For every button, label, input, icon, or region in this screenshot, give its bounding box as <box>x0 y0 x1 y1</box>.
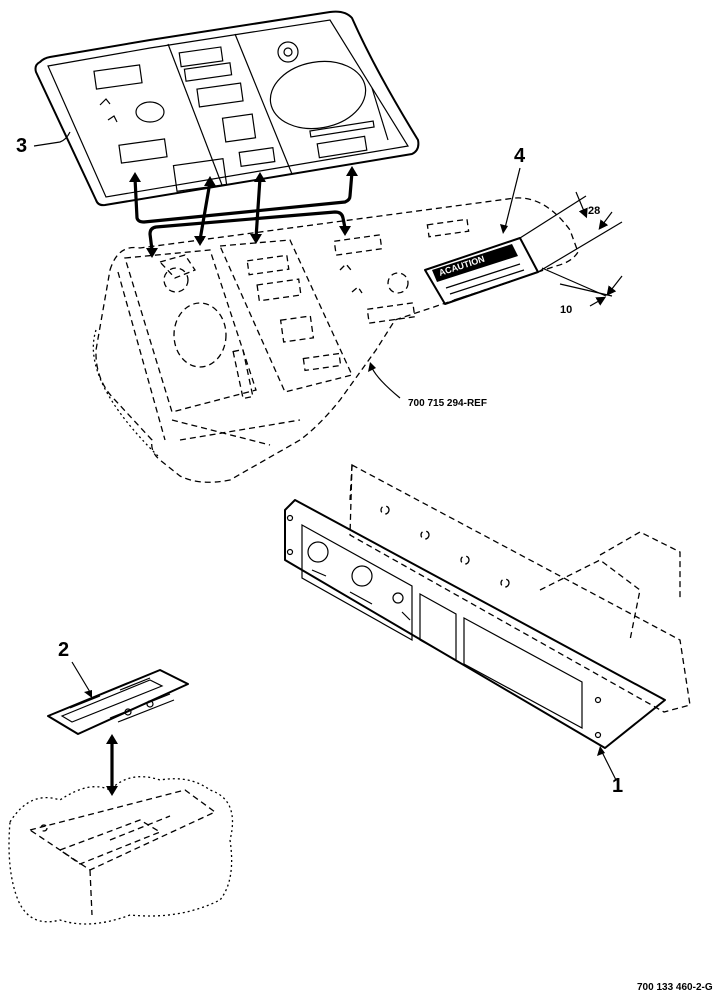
reference-part-label: 700 715 294-REF <box>408 398 487 409</box>
dimension-lines: 28 10 <box>519 191 623 316</box>
callout-item-3: 3 <box>16 135 27 157</box>
lower-housing-reference <box>8 776 234 925</box>
callout-item-2: 2 <box>58 639 69 661</box>
callout-item-4: 4 <box>514 145 526 167</box>
dimension-28: 28 <box>588 205 600 217</box>
dimension-10: 10 <box>560 304 572 316</box>
gauge-decal-item-2 <box>47 669 189 735</box>
caution-decal-item-4: ACAUTION <box>424 237 539 305</box>
console-reference-outline <box>92 197 579 483</box>
front-panel-item-1 <box>284 463 691 749</box>
callout-item-1: 1 <box>612 775 623 797</box>
assembly-arrows-item-3 <box>129 166 358 258</box>
figure-number: 700 133 460-2-G <box>637 982 713 993</box>
decal-sheet-item-3 <box>34 10 420 207</box>
